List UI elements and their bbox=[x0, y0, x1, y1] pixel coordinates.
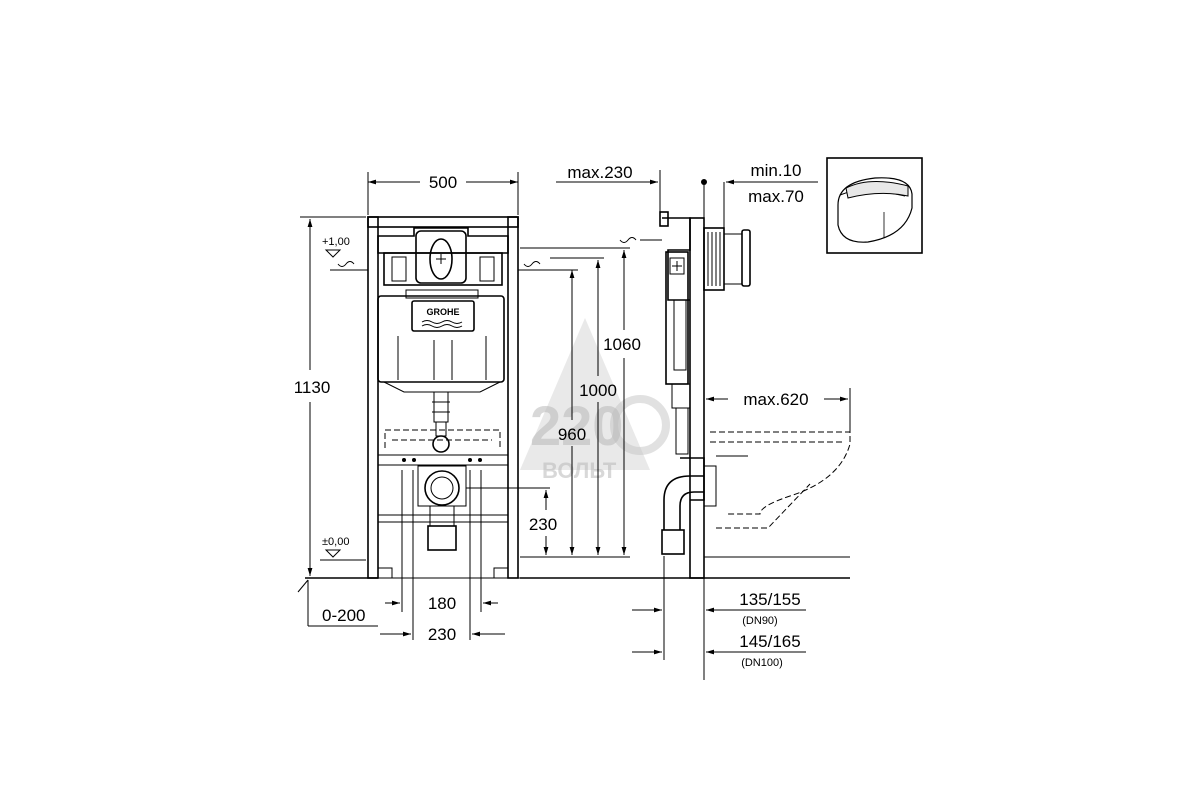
cistern-side-panel bbox=[391, 256, 407, 282]
frame-right-upright bbox=[507, 216, 519, 579]
bolt-icon bbox=[412, 458, 416, 462]
frame-foot bbox=[377, 567, 393, 579]
drain-pipe bbox=[429, 505, 455, 527]
drain-bend bbox=[680, 457, 705, 501]
bolt-icon bbox=[478, 458, 482, 462]
level-triangle-icon bbox=[324, 549, 342, 558]
frame-left-upright bbox=[367, 216, 379, 579]
cistern-side-body bbox=[665, 251, 689, 385]
bowl-outline-dashed bbox=[716, 483, 811, 529]
drain-pipe-end bbox=[661, 529, 685, 555]
dim-145-165: 145/165 bbox=[739, 632, 800, 651]
dim-max-230: max.230 bbox=[567, 163, 632, 182]
water-wave-icon bbox=[619, 237, 637, 243]
dim-width-500: 500 bbox=[429, 173, 457, 192]
cistern-body bbox=[377, 295, 505, 383]
drain-outlet bbox=[424, 470, 460, 506]
drain-elbow bbox=[679, 491, 704, 530]
dim-230-horizontal: 230 bbox=[428, 625, 456, 644]
water-wave-icon bbox=[523, 261, 541, 267]
drain-stub bbox=[703, 465, 717, 507]
wall-plate bbox=[703, 227, 725, 291]
water-wave-icon bbox=[337, 261, 355, 267]
plate-spacer bbox=[723, 233, 743, 285]
front-view: GROHE bbox=[294, 172, 641, 644]
bolt-icon bbox=[468, 458, 472, 462]
dim-180: 180 bbox=[428, 594, 456, 613]
drain-pipe-end bbox=[427, 525, 457, 551]
cistern-side-panel bbox=[479, 256, 495, 282]
watermark-number: 220 bbox=[530, 394, 623, 457]
dim-max-70: max.70 bbox=[748, 187, 804, 206]
brand-logo: GROHE bbox=[426, 307, 459, 317]
dim-max-620: max.620 bbox=[743, 390, 808, 409]
dim-dn90: (DN90) bbox=[742, 615, 777, 627]
dim-960: 960 bbox=[558, 425, 586, 444]
level-triangle-icon bbox=[324, 249, 342, 258]
drain-elbow bbox=[663, 475, 704, 530]
flush-plate bbox=[415, 230, 467, 284]
brand-waves-icon bbox=[421, 320, 463, 324]
level-mark-bottom: ±0,00 bbox=[322, 536, 349, 548]
dim-230-vertical: 230 bbox=[529, 515, 557, 534]
dimension-line bbox=[297, 579, 309, 593]
cistern-bracket bbox=[405, 289, 479, 299]
watermark: 220 ВОЛЬТ bbox=[520, 318, 670, 483]
frame-top-rail bbox=[367, 216, 519, 228]
cistern-side bbox=[662, 217, 691, 301]
bowl-outline-dashed bbox=[710, 431, 851, 515]
brand-waves-icon bbox=[421, 324, 463, 328]
dim-135-155: 135/155 bbox=[739, 590, 800, 609]
wall-hung-toilet-icon bbox=[826, 157, 923, 254]
dim-1000: 1000 bbox=[579, 381, 617, 400]
flush-connector bbox=[432, 435, 450, 453]
dim-offset: 0-200 bbox=[322, 606, 365, 625]
brand-plate bbox=[411, 300, 475, 332]
dim-min-10: min.10 bbox=[750, 161, 801, 180]
frame-foot bbox=[493, 567, 509, 579]
flush-button-icon bbox=[429, 238, 453, 280]
dim-1060: 1060 bbox=[603, 335, 641, 354]
frame-side bbox=[689, 217, 705, 579]
side-flush-pipe bbox=[671, 383, 691, 409]
flush-plate-side bbox=[741, 229, 751, 287]
flush-pipe bbox=[435, 421, 447, 437]
side-flush-pipe bbox=[675, 407, 689, 455]
pan-outline-dashed bbox=[384, 429, 501, 448]
side-view: max.230 min.10 max.70 max.620 135/155 (D… bbox=[556, 161, 851, 680]
level-mark-top: +1,00 bbox=[322, 236, 350, 248]
dim-height-1130: 1130 bbox=[294, 378, 331, 397]
cistern-side-channel bbox=[673, 299, 687, 371]
cistern-base bbox=[383, 381, 501, 393]
bolt-icon bbox=[402, 458, 406, 462]
side-valve bbox=[669, 257, 685, 275]
flush-pipe bbox=[433, 391, 449, 423]
drain-outlet-inner bbox=[430, 476, 454, 500]
side-top-bracket bbox=[659, 211, 669, 227]
cistern-upper-box bbox=[383, 252, 503, 286]
watermark-text: ВОЛЬТ bbox=[542, 458, 617, 483]
watermark-gear-icon bbox=[610, 395, 670, 455]
wall-reference-icon bbox=[701, 179, 707, 185]
dim-dn100: (DN100) bbox=[741, 657, 783, 669]
